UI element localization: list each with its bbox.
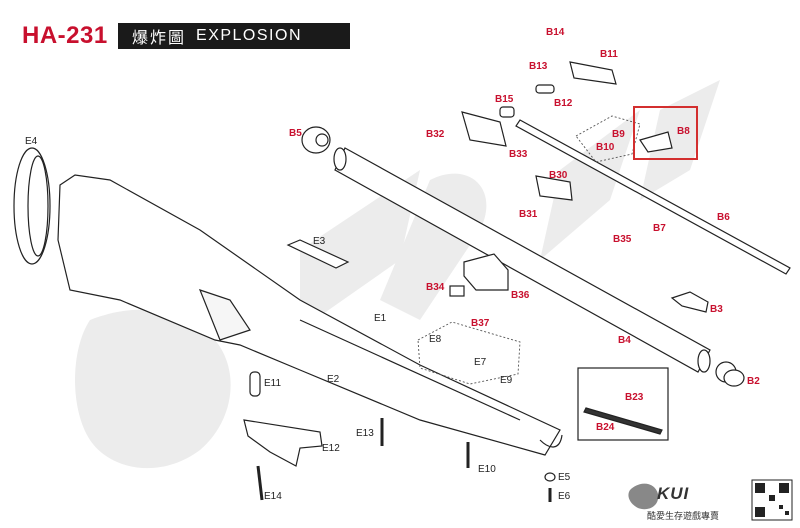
brand-tagline: 酷愛生存遊戲專賣 xyxy=(647,512,720,522)
label-b35: B35 xyxy=(613,234,632,245)
label-b15: B15 xyxy=(495,94,514,105)
label-b31: B31 xyxy=(519,209,538,220)
label-e2: E2 xyxy=(327,374,340,385)
label-e12: E12 xyxy=(322,443,340,454)
label-b13: B13 xyxy=(529,61,548,72)
part-b30 xyxy=(535,175,573,201)
label-e8: E8 xyxy=(429,334,442,345)
part-b3 xyxy=(670,291,709,313)
label-b7: B7 xyxy=(653,223,666,234)
highlight-box-b8 xyxy=(633,106,698,160)
title-cn: 爆炸圖 xyxy=(132,28,187,47)
label-b37: B37 xyxy=(471,318,490,329)
label-b30: B30 xyxy=(549,170,568,181)
part-e3 xyxy=(286,239,350,269)
part-e11 xyxy=(249,371,261,397)
label-b32: B32 xyxy=(426,129,445,140)
label-e14: E14 xyxy=(264,491,282,502)
title-banner: 爆炸圖 EXPLOSION xyxy=(118,23,350,49)
label-e3: E3 xyxy=(313,236,326,247)
brand-name: KUI xyxy=(657,484,690,503)
label-b33: B33 xyxy=(509,149,528,160)
label-b24: B24 xyxy=(596,422,615,433)
part-b5 xyxy=(301,126,331,154)
label-b12: B12 xyxy=(554,98,573,109)
part-b24-rail xyxy=(577,367,669,441)
part-b33 xyxy=(461,111,507,147)
part-e4-buttpad xyxy=(13,147,51,265)
kui-logo-emblem xyxy=(628,483,659,510)
label-b2: B2 xyxy=(747,376,760,387)
label-b4: B4 xyxy=(618,335,631,346)
part-e5 xyxy=(544,472,556,482)
label-e10: E10 xyxy=(478,464,496,475)
title-en: EXPLOSION xyxy=(196,27,302,44)
label-b14: B14 xyxy=(546,27,565,38)
label-e7: E7 xyxy=(474,357,487,368)
label-e4: E4 xyxy=(25,136,38,147)
label-e13: E13 xyxy=(356,428,374,439)
label-b11: B11 xyxy=(600,49,618,60)
label-b10: B10 xyxy=(596,142,615,153)
label-e9: E9 xyxy=(500,375,513,386)
part-b2 xyxy=(715,361,745,387)
part-b8 xyxy=(639,131,673,153)
part-b4-barrel xyxy=(333,147,711,373)
qr-code xyxy=(751,479,793,521)
part-b34 xyxy=(449,285,465,297)
label-b36: B36 xyxy=(511,290,530,301)
label-e5: E5 xyxy=(558,472,571,483)
part-e14 xyxy=(256,465,264,501)
model-code: HA-231 xyxy=(22,22,108,49)
label-e6: E6 xyxy=(558,491,571,502)
part-b11 xyxy=(569,61,617,85)
label-e1: E1 xyxy=(374,313,387,324)
label-b23: B23 xyxy=(625,392,644,403)
label-b6: B6 xyxy=(717,212,730,223)
part-e12 xyxy=(243,419,323,467)
part-e1-e2-stock xyxy=(57,174,563,456)
part-b12 xyxy=(535,84,555,94)
label-b34: B34 xyxy=(426,282,445,293)
label-b3: B3 xyxy=(710,304,723,315)
label-e11: E11 xyxy=(264,378,282,389)
kui-watermark xyxy=(75,80,720,469)
label-b5: B5 xyxy=(289,128,302,139)
part-b15 xyxy=(499,106,515,118)
label-b8: B8 xyxy=(677,126,690,137)
part-b36 xyxy=(463,253,509,291)
part-b6-rod xyxy=(515,119,791,275)
label-b9: B9 xyxy=(612,129,625,140)
